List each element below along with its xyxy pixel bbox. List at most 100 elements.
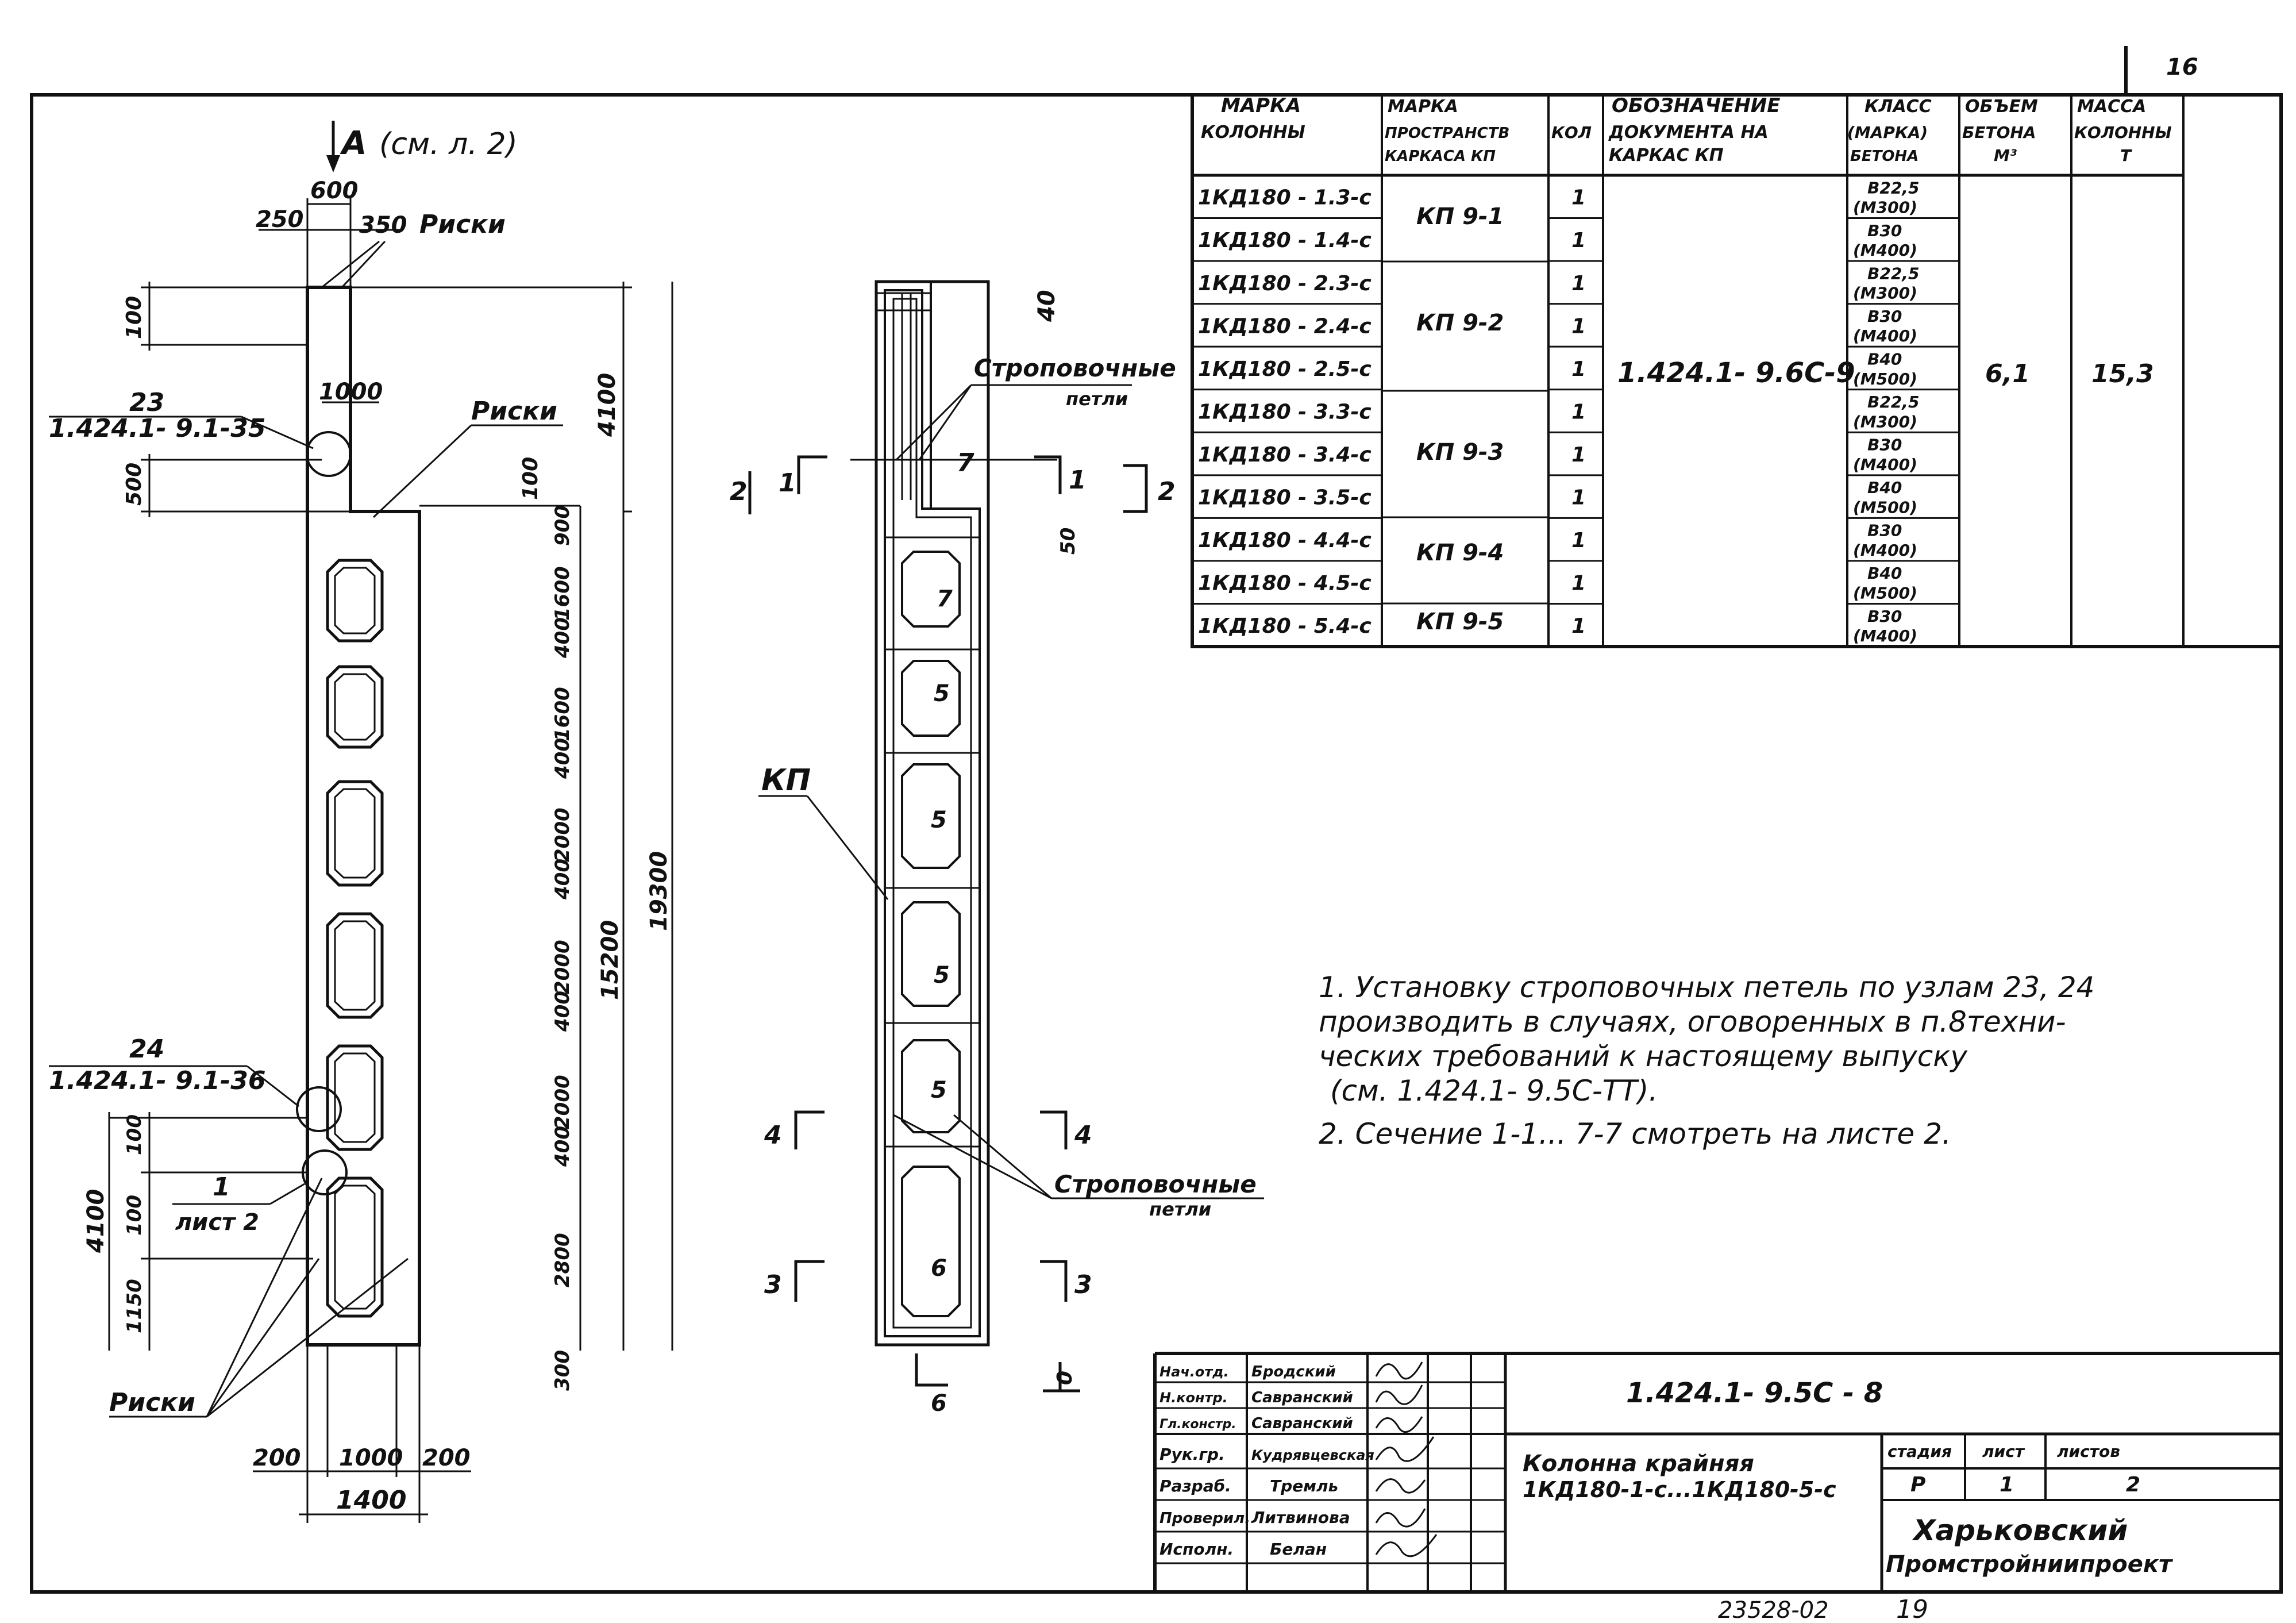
row-qty: 1 xyxy=(1571,614,1586,638)
row-qty: 1 xyxy=(1571,357,1586,381)
view-a-ref: (см. л. 2) xyxy=(379,127,518,161)
row-concrete-class: В30 xyxy=(1867,521,1902,540)
row-qty: 1 xyxy=(1571,186,1586,210)
note-line-3: ческих требований к настоящему выпуску xyxy=(1319,1040,1968,1073)
svg-text:БЕТОНА: БЕТОНА xyxy=(1850,148,1919,165)
page-number: 19 xyxy=(1896,1595,1928,1623)
role-4: Разраб. xyxy=(1159,1476,1231,1495)
archive-number: 23528-02 xyxy=(1718,1597,1829,1623)
dim-bottom-left: 200 xyxy=(253,1445,301,1471)
row-concrete-grade: (М500) xyxy=(1853,584,1917,603)
svg-text:2800: 2800 xyxy=(551,1233,574,1287)
kp-label: КП xyxy=(761,763,811,798)
row-qty: 1 xyxy=(1571,486,1586,510)
svg-text:2000: 2000 xyxy=(551,940,574,994)
svg-text:300: 300 xyxy=(551,1350,574,1391)
row-concrete-grade: (М400) xyxy=(1853,626,1917,645)
note-line-5: 2. Сечение 1-1... 7-7 смотреть на листе … xyxy=(1319,1117,1951,1151)
dim-100-step: 100 xyxy=(519,457,542,500)
hdr-mark: КОЛОННЫ xyxy=(1201,122,1305,143)
node-1: 1 xyxy=(213,1172,230,1202)
svg-text:1600: 1600 xyxy=(551,566,574,621)
dim-1150: 1150 xyxy=(123,1279,146,1333)
role-6: Исполн. xyxy=(1159,1540,1234,1559)
segment-dimensions: 900 1600 400 1600 400 2000 400 2000 400 … xyxy=(551,505,574,1391)
sec-3-right: 3 xyxy=(1074,1270,1092,1299)
role-3: Рук.гр. xyxy=(1159,1445,1225,1464)
sec-6-bottom: 6 xyxy=(931,1390,947,1417)
frame-kp9-2: КП 9-2 xyxy=(1416,310,1504,336)
dim-4100-top: 4100 xyxy=(594,373,621,437)
row-concrete-class: В40 xyxy=(1867,349,1902,368)
notes: 1. Установку строповочных петель по узла… xyxy=(1319,971,2095,1151)
row-mark: 1КД180 - 3.3-с xyxy=(1198,400,1372,424)
row-qty: 1 xyxy=(1571,443,1586,467)
dim-bottom-total: 1400 xyxy=(336,1486,406,1515)
note-line-4: (см. 1.424.1- 9.5С-ТТ). xyxy=(1330,1074,1658,1107)
dim-100-a: 100 xyxy=(123,1114,146,1155)
role-1: Н.контр. xyxy=(1159,1390,1228,1406)
role-0: Нач.отд. xyxy=(1159,1364,1229,1380)
row-mark: 1КД180 - 2.4-с xyxy=(1198,314,1372,338)
row-concrete-grade: (М300) xyxy=(1853,412,1917,431)
name-0: Бродский xyxy=(1251,1363,1336,1380)
row-concrete-grade: (М300) xyxy=(1853,284,1917,303)
row-qty: 1 xyxy=(1571,314,1586,338)
name-5: Литвинова xyxy=(1251,1508,1350,1527)
riski-label-top: Риски xyxy=(419,210,506,239)
svg-text:1600: 1600 xyxy=(551,687,574,741)
riski-label-bottom: Риски xyxy=(109,1388,195,1417)
sec-3-left: 3 xyxy=(764,1270,782,1299)
row-concrete-class: В30 xyxy=(1867,607,1902,626)
row-concrete-grade: (М400) xyxy=(1853,326,1917,345)
dim-500: 500 xyxy=(122,463,146,506)
row-qty: 1 xyxy=(1571,229,1586,252)
row-mark: 1КД180 - 1.4-с xyxy=(1198,229,1372,252)
stage-label: стадия xyxy=(1887,1442,1952,1461)
view-a-letter: А xyxy=(340,125,367,162)
org-line-1: Харьковский xyxy=(1912,1514,2128,1547)
sheets-label: листов xyxy=(2057,1442,2120,1461)
sheet-number-top: 16 xyxy=(2166,54,2198,80)
name-1: Савранский xyxy=(1251,1389,1353,1406)
dim-right-offset: 350 xyxy=(359,212,407,239)
title-line-2: 1КД180-1-с...1КД180-5-с xyxy=(1523,1477,1836,1502)
node-1-sheet: лист 2 xyxy=(175,1209,259,1236)
frame-kp9-1: КП 9-1 xyxy=(1416,203,1504,230)
row-mark: 1КД180 - 2.3-с xyxy=(1198,272,1372,295)
sec-5c: 5 xyxy=(934,962,950,989)
role-2: Гл.констр. xyxy=(1159,1417,1236,1432)
row-mark: 1КД180 - 5.4-с xyxy=(1198,614,1372,638)
svg-text:КЛАСС: КЛАСС xyxy=(1864,97,1932,117)
strop-label-1b: петли xyxy=(1066,388,1128,410)
sec-6-inner: 6 xyxy=(931,1255,947,1282)
row-concrete-class: В22,5 xyxy=(1867,393,1919,411)
frame-kp9-4: КП 9-4 xyxy=(1416,540,1504,566)
row-concrete-class: В30 xyxy=(1867,221,1902,240)
row-concrete-grade: (М500) xyxy=(1853,370,1917,389)
svg-text:400: 400 xyxy=(551,991,574,1032)
column-mass: 15,3 xyxy=(2091,359,2154,389)
sec-2-left: 2 xyxy=(730,477,748,506)
node-23: 23 xyxy=(129,388,164,417)
strop-label-2: Строповочные xyxy=(1054,1170,1257,1198)
org-line-2: Промстройниипроект xyxy=(1886,1551,2174,1578)
dim-50: 50 xyxy=(1057,528,1080,555)
svg-text:М³: М³ xyxy=(1994,146,2017,165)
sheets-value: 2 xyxy=(2126,1473,2140,1497)
sec-5a: 5 xyxy=(934,680,950,707)
name-2: Савранский xyxy=(1251,1415,1353,1432)
row-concrete-class: В40 xyxy=(1867,564,1902,583)
svg-text:КАРКАС КП: КАРКАС КП xyxy=(1609,145,1724,166)
dim-bottom-right: 200 xyxy=(422,1445,471,1471)
signatures xyxy=(1375,1362,1438,1557)
sec-1-left: 1 xyxy=(779,468,796,498)
row-qty: 1 xyxy=(1571,572,1586,595)
svg-text:7: 7 xyxy=(937,586,953,612)
strop-label-2b: петли xyxy=(1149,1198,1211,1220)
frame-document: 1.424.1- 9.6С-9 xyxy=(1617,357,1855,389)
dim-40: 40 xyxy=(1034,290,1060,322)
row-qty: 1 xyxy=(1571,529,1586,552)
sec-4-right: 4 xyxy=(1074,1121,1092,1150)
